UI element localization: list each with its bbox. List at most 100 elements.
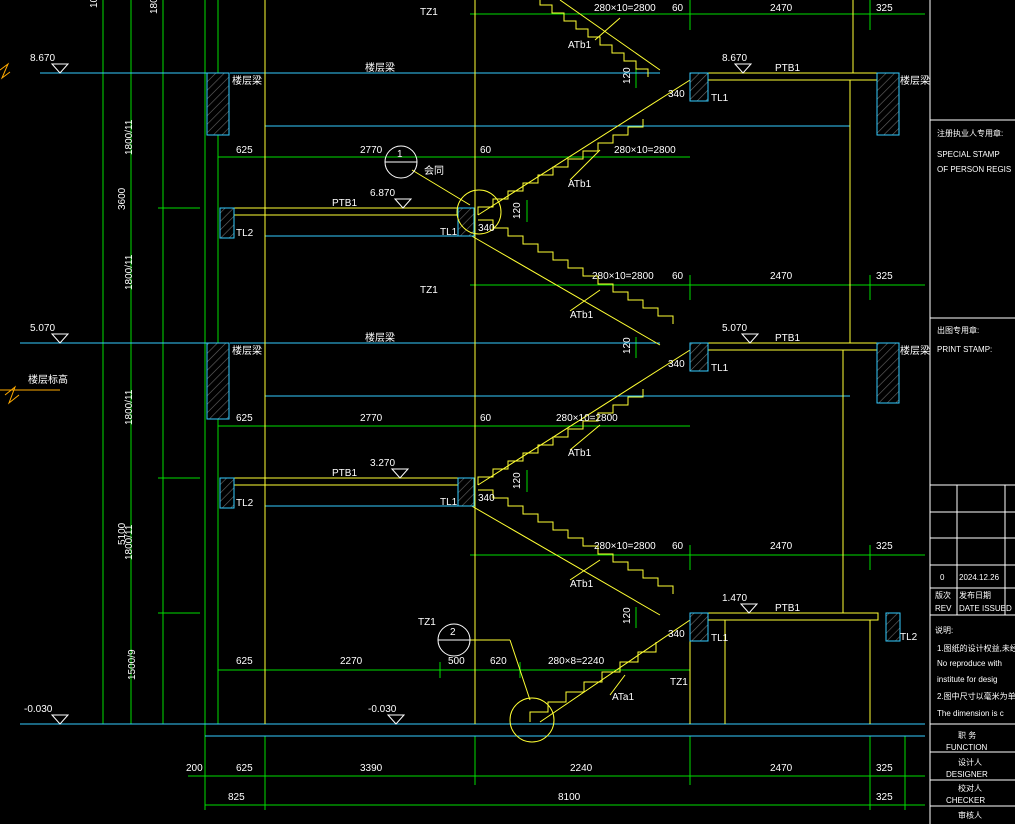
checker-en: CHECKER	[946, 796, 985, 805]
dim-3390: 3390	[360, 763, 383, 774]
callout-2: 2	[450, 627, 456, 638]
dim-200: 200	[186, 763, 203, 774]
elev-8670-left: 8.670	[30, 53, 55, 64]
rev-label-en: REV	[935, 604, 952, 613]
dim-v1800-top: 1800	[149, 0, 160, 14]
label-atb1-e: ATb1	[570, 579, 594, 590]
dim-flight-d: 280×10=2800	[556, 413, 618, 424]
dim-340-c: 340	[668, 359, 685, 370]
dim-340-d: 340	[478, 493, 495, 504]
label-ptb1-b: PTB1	[332, 198, 357, 209]
elevation-markers	[50, 63, 760, 725]
dim-2770-a: 2770	[360, 145, 383, 156]
label-tl2-c: TL2	[900, 632, 918, 643]
dim-2470-a: 2470	[770, 3, 793, 14]
dim-120-c: 120	[622, 337, 633, 354]
label-tz1-a: TZ1	[420, 7, 438, 18]
checker-cn: 校对人	[958, 783, 982, 793]
dim-2470-c: 2470	[770, 541, 793, 552]
label-floor-beam-b: 楼层梁	[232, 74, 262, 87]
dim-60-d: 60	[480, 413, 492, 424]
break-symbol	[0, 62, 60, 405]
label-tz1-d: TZ1	[670, 677, 688, 688]
dim-v3600: 3600	[117, 187, 128, 210]
elev-0-mid: -0.030	[368, 704, 397, 715]
callout-1: 1	[397, 149, 403, 160]
special-stamp-en1: SPECIAL STAMP	[937, 150, 1000, 159]
special-stamp-en2: OF PERSON REGIS	[937, 165, 1011, 174]
elev-8670-right: 8.670	[722, 53, 747, 64]
elev-5070-right: 5.070	[722, 323, 747, 334]
stair-steps-3	[478, 219, 674, 324]
rev-number: 0	[940, 573, 945, 582]
dim-325-c: 325	[876, 541, 893, 552]
dim-120-a: 120	[622, 67, 633, 84]
floor-lines	[20, 72, 925, 737]
dim-v1800-11-a: 1800/11	[124, 119, 135, 155]
dim-625-a: 625	[236, 145, 253, 156]
elev-0-left: -0.030	[24, 704, 53, 715]
elev-3270: 3.270	[370, 458, 395, 469]
label-atb1-c: ATb1	[570, 310, 594, 321]
notes-line3: institute for desig	[937, 675, 997, 684]
label-ata1: ATa1	[612, 692, 634, 703]
dim-620: 620	[490, 656, 507, 667]
stair-steps-6	[529, 642, 657, 722]
dim-625-d: 625	[236, 763, 253, 774]
dim-120-e: 120	[622, 607, 633, 624]
label-floor-beam-c: 楼层梁	[900, 74, 930, 87]
dimension-text: 280×10=2800 60 2470 325 625 2770 60 280×…	[89, 0, 893, 803]
elev-1470: 1.470	[722, 593, 747, 604]
function-en: FUNCTION	[946, 743, 988, 752]
dim-v1800-11-c: 1800/11	[124, 389, 135, 425]
dim-325-d: 325	[876, 763, 893, 774]
dim-500: 500	[448, 656, 465, 667]
notes-line2: No reproduce with	[937, 659, 1002, 668]
dim-625-b: 625	[236, 413, 253, 424]
dim-60-b: 60	[480, 145, 492, 156]
function-cn: 职 务	[958, 730, 976, 740]
label-floor-beam-e: 楼层梁	[232, 344, 262, 357]
stair-steps-4	[477, 389, 644, 485]
stair-steps-5	[478, 489, 674, 594]
dim-60-c: 60	[672, 271, 684, 282]
dim-v10-top: 10	[89, 0, 100, 8]
structure-lines	[232, 0, 879, 724]
notes-line1: 1.图纸的设计权益,未经审核	[937, 643, 1015, 653]
dim-340-a: 340	[668, 89, 685, 100]
label-ptb1-a: PTB1	[775, 63, 800, 74]
date-label-cn: 发布日期	[959, 590, 991, 600]
label-tl1-e: TL1	[711, 633, 729, 644]
notes-title: 说明:	[935, 625, 953, 635]
label-atb1-a: ATb1	[568, 40, 592, 51]
dim-120-b: 120	[512, 202, 523, 219]
dim-flight-b: 280×10=2800	[614, 145, 676, 156]
label-ptb1-c: PTB1	[775, 333, 800, 344]
dim-v1500-9: 1500/9	[127, 649, 138, 680]
label-tl1-d: TL1	[440, 497, 458, 508]
title-block-text: 注册执业人专用章: SPECIAL STAMP OF PERSON REGIS …	[935, 128, 1015, 820]
dim-v1800-11-d: 1800/11	[124, 524, 135, 560]
notes-line4: 2.图中尺寸以毫米为单位	[937, 691, 1015, 701]
label-ptb1-d: PTB1	[332, 468, 357, 479]
rev-date: 2024.12.26	[959, 573, 1000, 582]
dim-flight-f: 280×8=2240	[548, 656, 605, 667]
dim-825: 825	[228, 792, 245, 803]
dim-flight-e: 280×10=2800	[594, 541, 656, 552]
stair-steps-2	[477, 119, 644, 215]
label-tl2-a: TL2	[236, 228, 254, 239]
dim-60-e: 60	[672, 541, 684, 552]
dim-2470-b: 2470	[770, 271, 793, 282]
label-tl2-b: TL2	[236, 498, 254, 509]
dim-340-b: 340	[478, 223, 495, 234]
dim-120-d: 120	[512, 472, 523, 489]
dim-325-e: 325	[876, 792, 893, 803]
title-block	[929, 0, 1015, 824]
dim-flight-a: 280×10=2800	[594, 3, 656, 14]
dim-325-b: 325	[876, 271, 893, 282]
notes-line5: The dimension is c	[937, 709, 1004, 718]
dim-v5100: 5100	[117, 522, 128, 545]
designer-cn: 设计人	[958, 757, 982, 767]
dim-625-c: 625	[236, 656, 253, 667]
